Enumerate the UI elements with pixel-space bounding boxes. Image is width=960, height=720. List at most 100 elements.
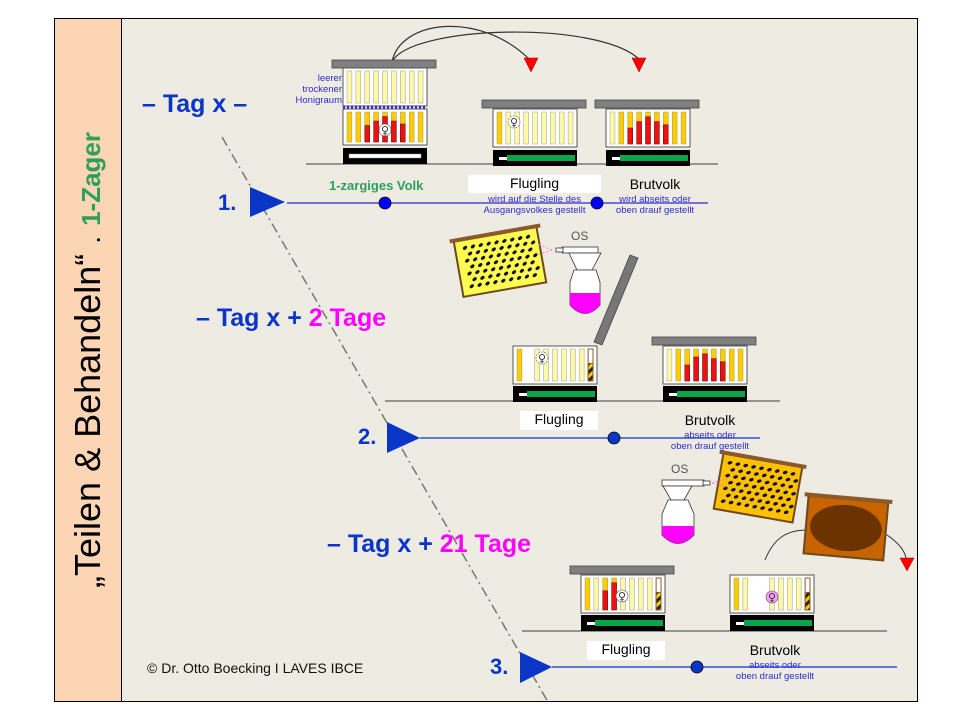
capped-cell: [728, 500, 734, 505]
capped-cell: [491, 247, 496, 252]
capped-cell: [532, 273, 537, 278]
arrow-frame-removal: [764, 529, 809, 561]
capped-cell: [472, 277, 477, 282]
capped-cell: [730, 468, 736, 472]
capped-cell: [783, 510, 789, 514]
capped-cell: [493, 260, 499, 265]
capped-cell: [781, 503, 786, 507]
source-colony-label: 1-zargiges Volk: [329, 178, 424, 193]
capped-cell: [462, 245, 468, 250]
capped-cell: [465, 258, 470, 263]
capped-cell: [501, 278, 506, 283]
capped-cell: [754, 492, 760, 496]
capped-cell: [488, 254, 494, 259]
capped-cell: [525, 254, 530, 259]
capped-cell: [483, 268, 488, 273]
stage3-brutvolk-label: Brutvolk: [749, 642, 801, 658]
capped-cell: [516, 275, 522, 280]
stage1-node-source: [378, 196, 392, 210]
capped-cell: [527, 267, 532, 272]
capped-cell: [518, 236, 523, 241]
step3-arrow-icon: [520, 652, 552, 683]
capped-cell: [767, 487, 773, 492]
capped-cell: [507, 244, 512, 249]
capped-cell: [517, 256, 522, 261]
stage2-brutvolk-label: Brutvolk: [684, 412, 736, 428]
capped-cell: [506, 264, 512, 269]
capped-cell: [496, 253, 501, 258]
svg-text:♀: ♀: [510, 116, 518, 129]
stage1-flugling-label: Flugling: [468, 175, 601, 193]
capped-cell: [509, 257, 514, 262]
capped-cell: [528, 247, 533, 252]
stage3-day-label: – Tag x + 21 Tage: [327, 530, 532, 558]
brutvolk-box-2: [662, 345, 748, 385]
source-brood-box: ♀: [342, 108, 428, 146]
stage2-day-label: – Tag x + 2 Tage: [196, 304, 387, 332]
capped-cell: [473, 257, 478, 262]
capped-cell: [478, 243, 483, 248]
capped-cell: [512, 250, 517, 255]
capped-cell: [759, 486, 765, 490]
capped-cell: [770, 494, 776, 499]
leaning-lid: [593, 254, 639, 346]
step3-label: 3.: [490, 654, 509, 679]
capped-cell: [776, 509, 781, 513]
brood-comb-frame-2: [712, 449, 807, 524]
stage3-flugling-label: Flugling: [587, 641, 665, 660]
capped-cell: [761, 473, 767, 478]
capped-cell: [511, 270, 517, 275]
queen-icon: ♀: [535, 351, 549, 365]
capped-cell: [746, 470, 751, 475]
capped-cell: [749, 497, 755, 502]
capped-brood-frame: [802, 492, 893, 562]
svg-text:♀: ♀: [768, 591, 776, 604]
drop-marker-icon: [523, 57, 539, 73]
brutvolk-box-3: ♀: [729, 574, 815, 614]
capped-cell: [509, 277, 514, 282]
capped-cell: [531, 240, 536, 245]
capped-cell: [486, 241, 491, 246]
step2-label: 2.: [358, 424, 377, 449]
capped-cell: [480, 275, 485, 280]
stage2-os-label: OS: [571, 229, 589, 243]
capped-cell: [791, 492, 796, 496]
spray-bottle-2: [661, 477, 729, 544]
brood-comb-frame-1: [449, 223, 548, 299]
capped-cell: [754, 472, 759, 476]
capped-cell: [744, 503, 750, 508]
drop-marker-icon: [631, 57, 647, 73]
capped-cell: [752, 504, 758, 509]
capped-cell: [520, 248, 525, 253]
capped-cell: [483, 248, 488, 253]
flugling-box-1: ♀: [492, 108, 578, 148]
stage2-node: [607, 431, 621, 445]
capped-cell: [782, 470, 788, 475]
capped-cell: [470, 244, 475, 249]
step1-arrow-icon: [250, 187, 285, 217]
capped-cell: [533, 253, 538, 258]
capped-cell: [491, 267, 496, 272]
capped-cell: [469, 284, 474, 289]
capped-cell: [519, 268, 524, 273]
capped-cell: [735, 462, 741, 466]
capped-cell: [498, 265, 504, 270]
source-hive-lid: [331, 59, 437, 69]
capped-cell: [733, 475, 738, 479]
capped-cell: [530, 260, 535, 265]
capped-cell: [746, 490, 752, 495]
capped-cell: [751, 485, 757, 489]
capped-cell: [762, 493, 768, 498]
capped-cell: [504, 251, 509, 256]
timeline-diagonal: [221, 136, 549, 703]
capped-cell: [725, 493, 731, 498]
spray-bottle-1: [536, 243, 602, 314]
capped-cell: [515, 243, 520, 248]
flugling-box-3: ♀: [580, 574, 666, 614]
honey-super: [342, 67, 428, 107]
capped-cell: [738, 469, 743, 473]
capped-cell: [736, 502, 742, 506]
queen-icon: ♀: [615, 589, 629, 603]
